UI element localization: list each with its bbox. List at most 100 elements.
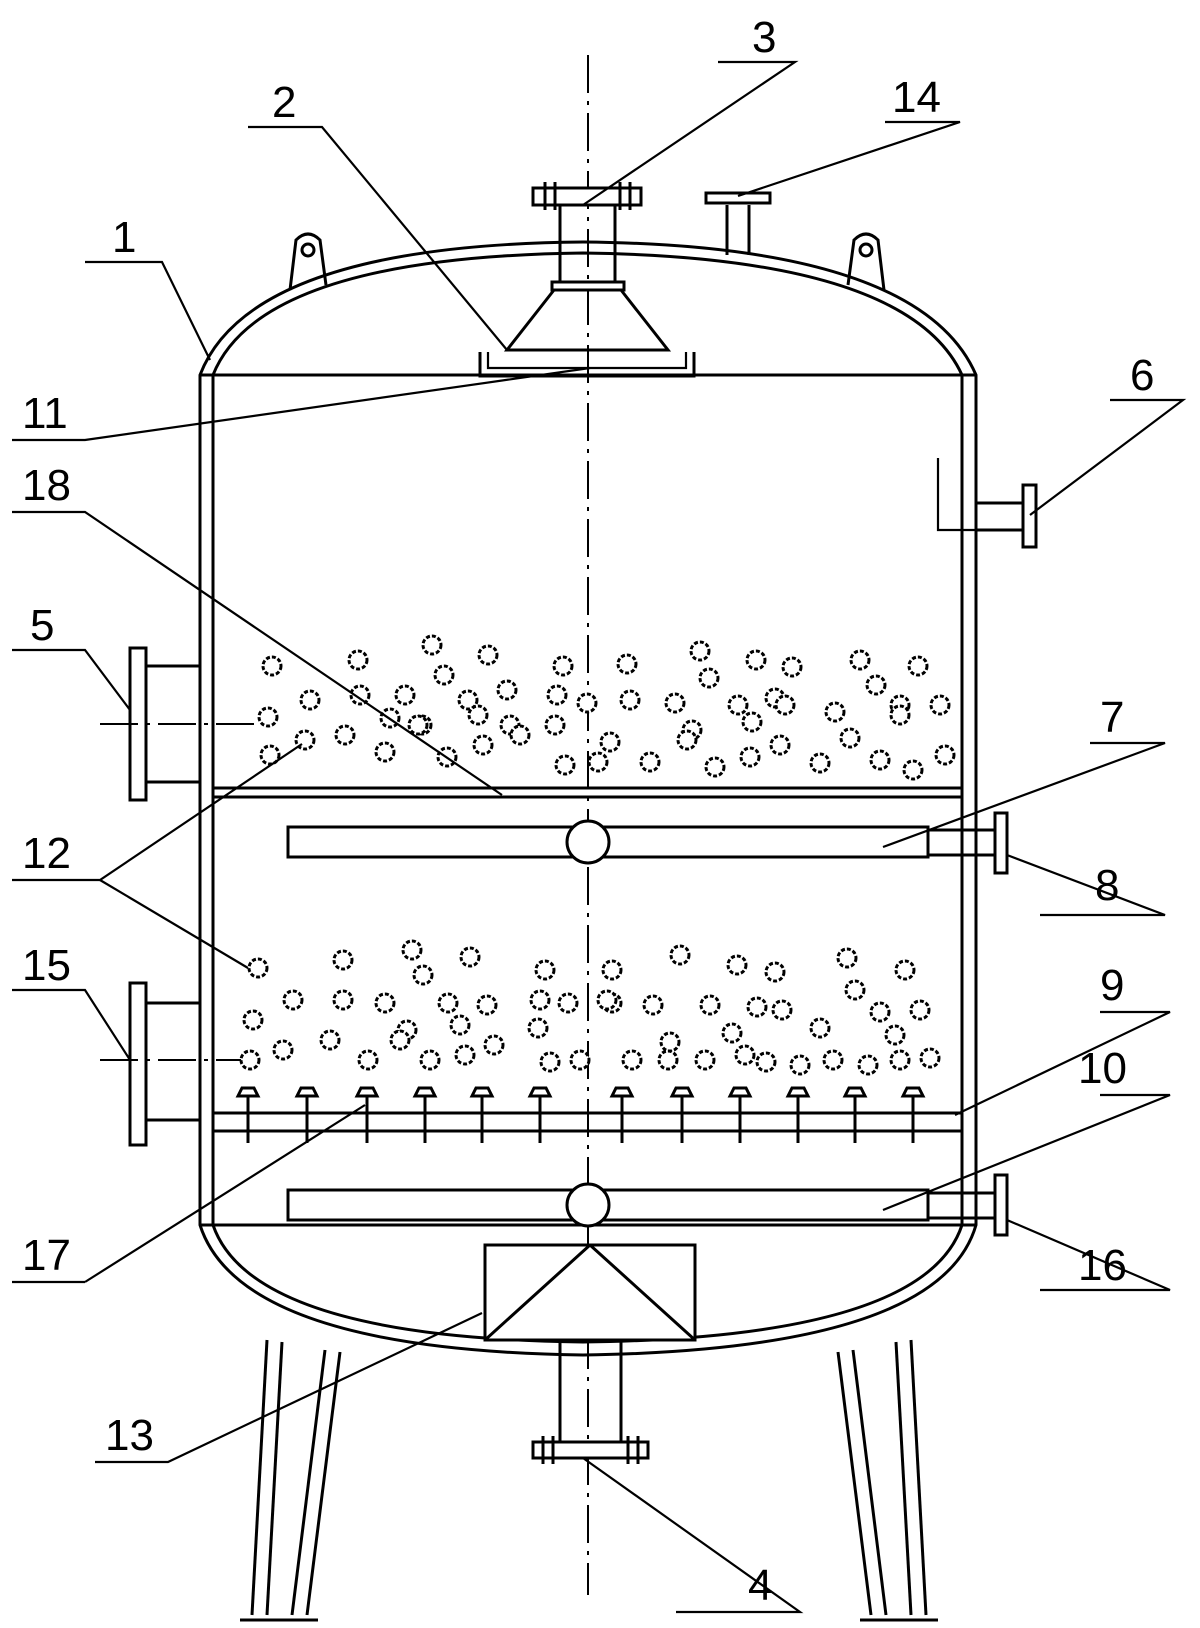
media-ball — [529, 989, 551, 1011]
media-ball — [419, 1049, 441, 1071]
label-10: 10 — [1078, 1044, 1127, 1093]
media-ball — [546, 684, 568, 706]
media-ball — [929, 694, 951, 716]
label-14: 14 — [892, 73, 941, 122]
media-ball — [849, 649, 871, 671]
media-ball — [664, 692, 686, 714]
filter-nozzle-caps — [235, 1086, 926, 1143]
media-ball — [552, 655, 574, 677]
media-ball — [477, 644, 499, 666]
media-ball — [599, 731, 621, 753]
media-ball — [401, 939, 423, 961]
media-ball — [257, 706, 279, 728]
media-ball — [242, 1009, 264, 1031]
top-inlet-nozzle — [531, 182, 643, 292]
media-ball — [694, 1049, 716, 1071]
media-ball — [865, 674, 887, 696]
media-ball — [659, 1031, 681, 1053]
media-ball — [261, 655, 283, 677]
upper-distributor-pipe — [286, 811, 1009, 875]
media-ball — [902, 759, 924, 781]
media-ball — [483, 1034, 505, 1056]
media-ball — [349, 684, 371, 706]
support-leg-left — [240, 1339, 342, 1622]
media-ball — [319, 1029, 341, 1051]
media-ball — [699, 994, 721, 1016]
media-ball — [745, 649, 767, 671]
media-ball — [869, 1001, 891, 1023]
media-ball — [557, 992, 579, 1014]
media-ball — [822, 1049, 844, 1071]
media-ball — [619, 689, 641, 711]
label-15: 15 — [22, 941, 71, 990]
filter-nozzle-cap — [785, 1086, 811, 1143]
media-ball — [509, 724, 531, 746]
label-5: 5 — [30, 601, 54, 650]
media-ball — [789, 1054, 811, 1076]
media-ball — [739, 746, 761, 768]
media-ball — [247, 957, 269, 979]
media-ball — [919, 1047, 941, 1069]
label-7: 7 — [1100, 693, 1124, 742]
media-ball — [907, 655, 929, 677]
media-ball — [459, 946, 481, 968]
label-11: 11 — [22, 389, 68, 438]
label-6: 6 — [1130, 351, 1154, 400]
label-2: 2 — [272, 78, 296, 127]
media-ball — [884, 1024, 906, 1046]
media-ball — [527, 1017, 549, 1039]
filter-nozzle-cap — [469, 1086, 495, 1143]
media-ball — [889, 704, 911, 726]
media-ball — [259, 744, 281, 766]
media-ball — [721, 1022, 743, 1044]
media-ball — [374, 741, 396, 763]
lifting-lug-left — [288, 232, 328, 291]
support-leg-right — [836, 1339, 938, 1622]
media-ball — [457, 689, 479, 711]
media-ball — [698, 667, 720, 689]
media-ball — [642, 994, 664, 1016]
media-ball — [809, 1017, 831, 1039]
part-number-labels: 1 2 3 14 11 18 6 5 7 12 8 15 9 10 17 16 … — [22, 13, 1154, 1610]
lower-distributor-pipe — [286, 1173, 1009, 1237]
media-ball — [437, 992, 459, 1014]
media-ball — [869, 749, 891, 771]
media-ball — [449, 1014, 471, 1036]
media-ball — [894, 959, 916, 981]
label-18: 18 — [22, 461, 71, 510]
media-ball — [689, 640, 711, 662]
media-ball — [746, 996, 768, 1018]
media-ball — [726, 954, 748, 976]
media-ball — [781, 656, 803, 678]
label-8: 8 — [1095, 861, 1119, 910]
media-ball — [539, 1051, 561, 1073]
media-ball — [332, 989, 354, 1011]
lifting-lug-right — [846, 232, 886, 291]
media-ball — [299, 689, 321, 711]
media-ball — [734, 1044, 756, 1066]
media-ball — [889, 1049, 911, 1071]
media-ball — [282, 989, 304, 1011]
media-ball — [857, 1054, 879, 1076]
filter-nozzle-cap — [609, 1086, 635, 1143]
nozzle-plate — [213, 1111, 962, 1133]
media-ball — [272, 1039, 294, 1061]
media-ball — [836, 947, 858, 969]
media-ball — [824, 701, 846, 723]
lower-filter-media — [239, 939, 941, 1076]
bottom-outlet-nozzle — [531, 1340, 650, 1464]
label-13: 13 — [105, 1411, 154, 1460]
label-9: 9 — [1100, 961, 1124, 1010]
media-ball — [421, 634, 443, 656]
media-ball — [374, 992, 396, 1014]
media-ball — [809, 752, 831, 774]
media-ball — [727, 694, 749, 716]
media-ball — [476, 994, 498, 1016]
media-ball — [639, 751, 661, 773]
media-ball — [704, 756, 726, 778]
filter-nozzle-cap — [294, 1086, 320, 1143]
upper-media-support-plate — [213, 786, 962, 799]
media-ball — [334, 724, 356, 746]
media-ball — [534, 959, 556, 981]
